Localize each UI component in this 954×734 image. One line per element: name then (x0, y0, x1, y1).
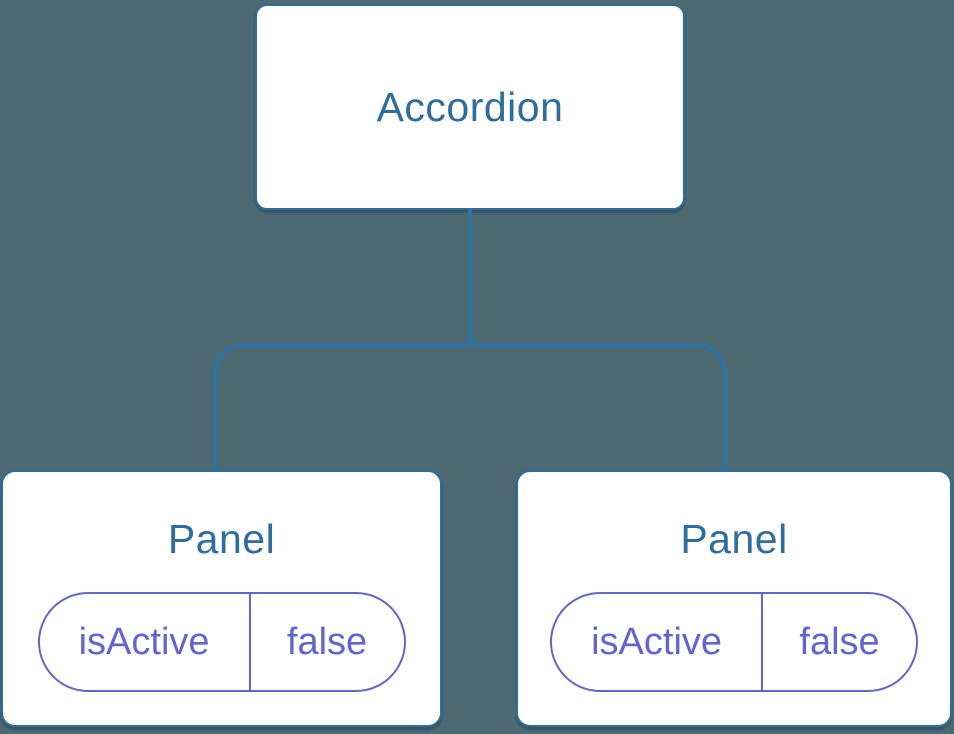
panel-right-title: Panel (680, 516, 788, 562)
panel-node-right: Panel isActive false (516, 470, 952, 727)
panel-node-left: Panel isActive false (1, 470, 442, 727)
branch-bracket-connector (213, 343, 727, 470)
accordion-node-label: Accordion (376, 83, 564, 130)
panel-left-state-key: isActive (40, 594, 251, 690)
panel-left-state-value: false (286, 620, 368, 663)
panel-right-state-value: false (799, 620, 880, 663)
accordion-node: Accordion (255, 4, 685, 210)
panel-right-state-key: isActive (552, 594, 764, 690)
panel-right-state-pill: isActive false (550, 592, 918, 692)
panel-left-title: Panel (167, 516, 276, 562)
panel-left-state-pill: isActive false (37, 592, 406, 692)
root-stem-connector (468, 208, 472, 347)
